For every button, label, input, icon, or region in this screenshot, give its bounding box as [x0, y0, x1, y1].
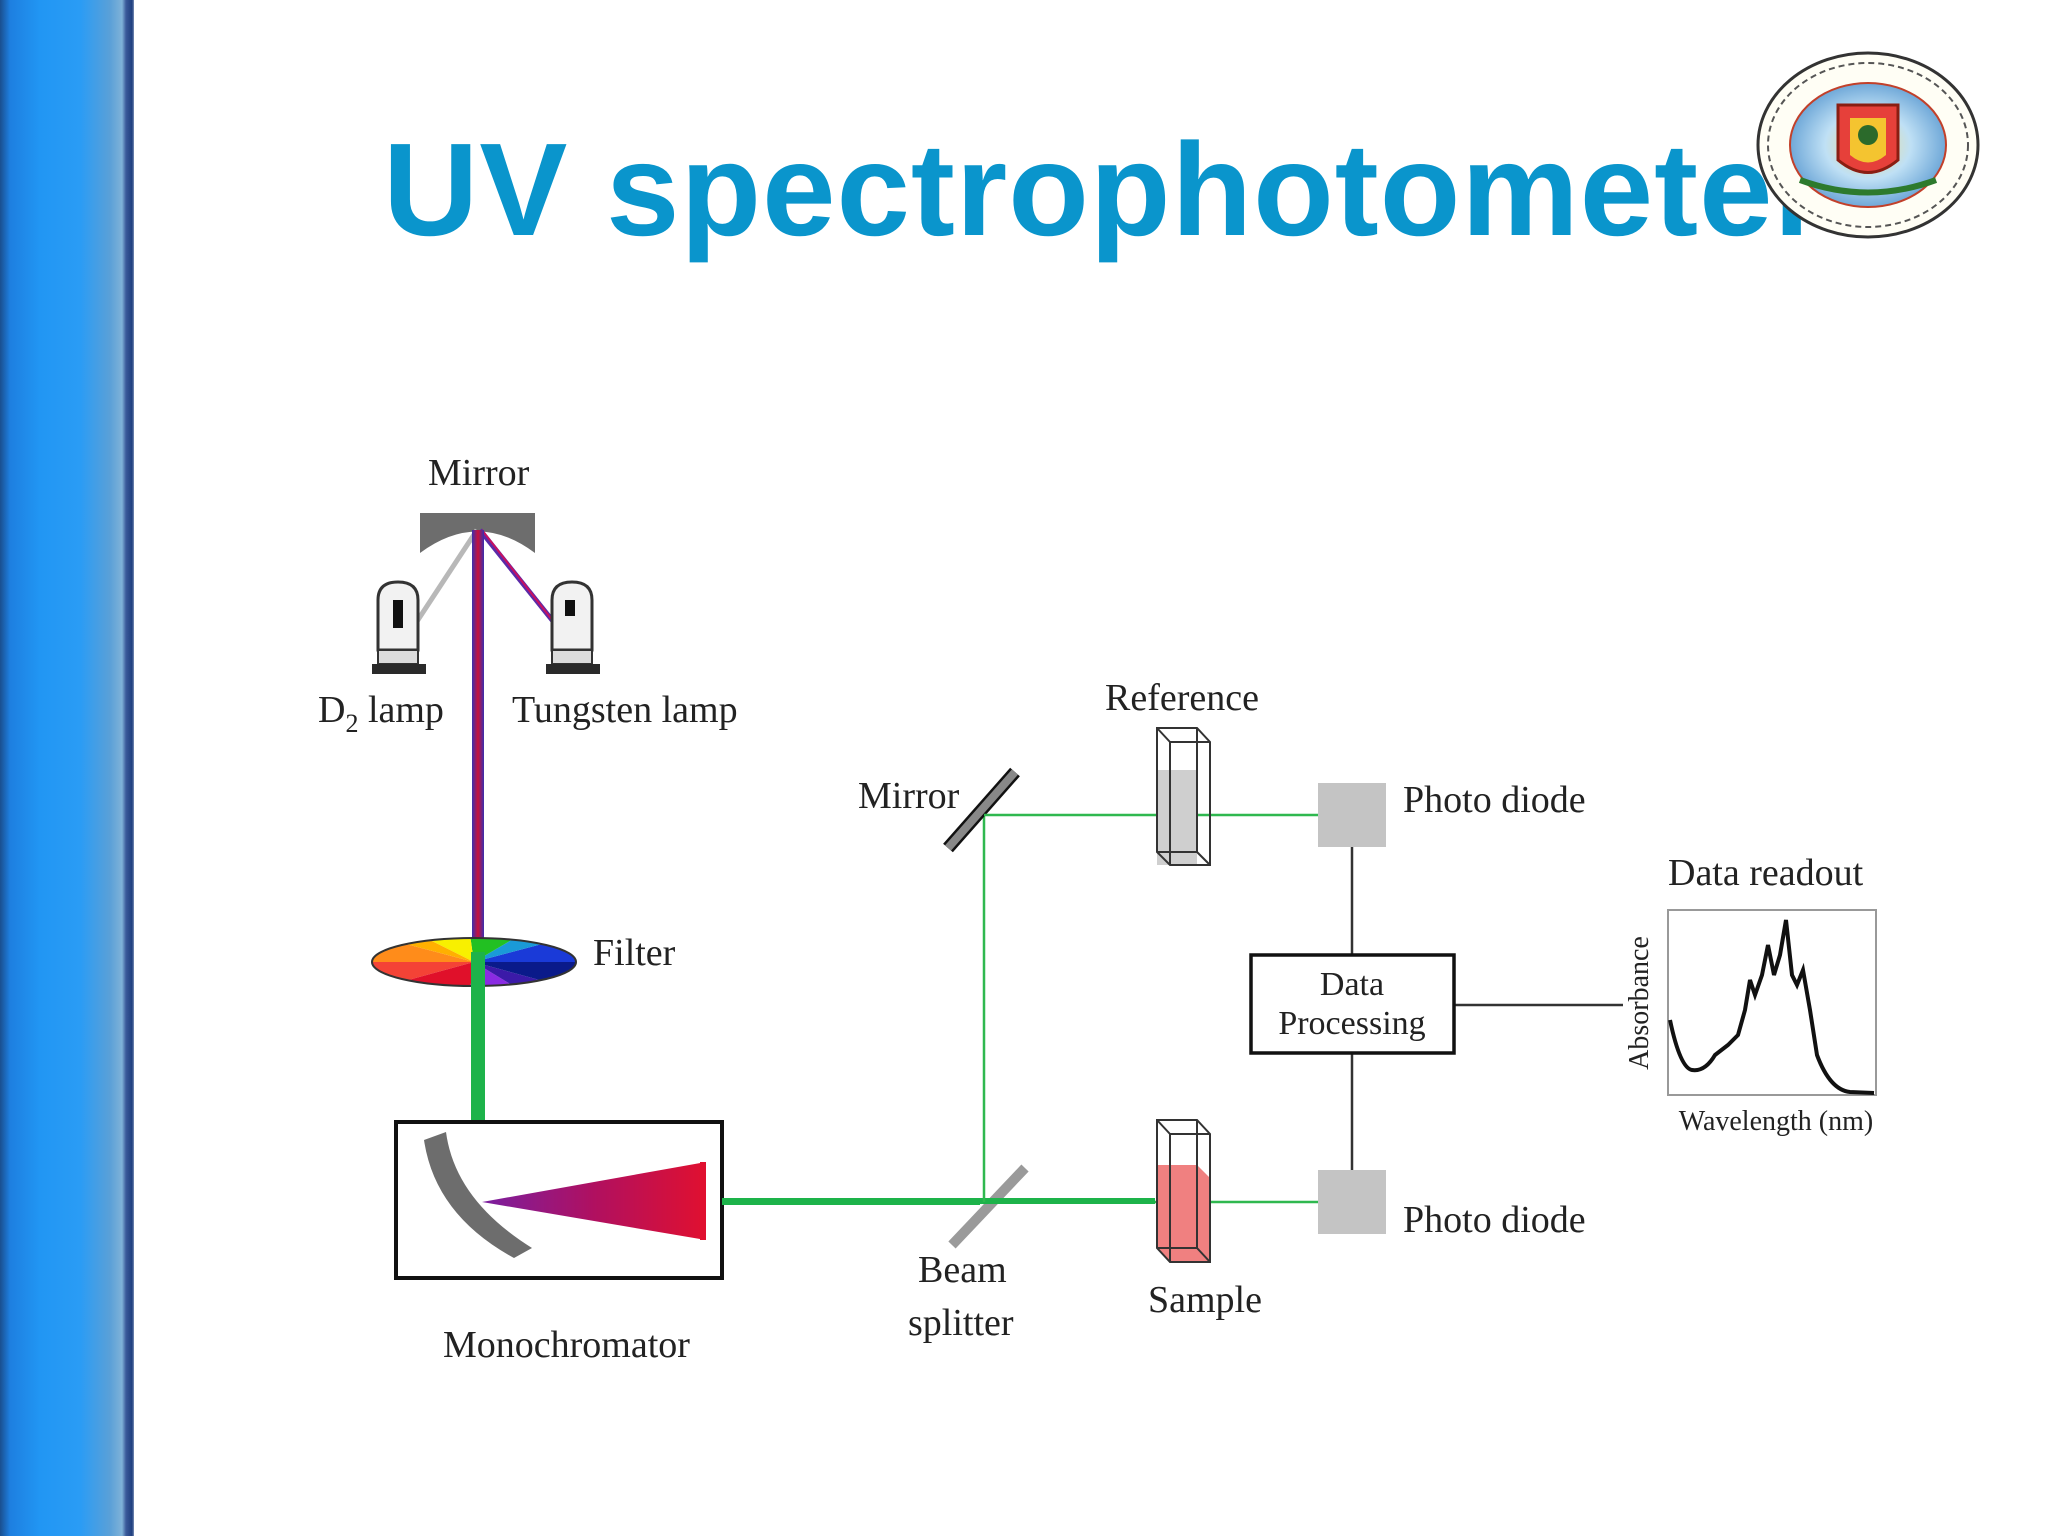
data-readout-label: Data readout — [1668, 852, 1864, 894]
photo-diode-bottom-icon — [1318, 1170, 1386, 1234]
beam-splitter-label-2: splitter — [908, 1302, 1014, 1344]
reference-cuvette-icon — [1156, 727, 1211, 866]
d2-beam — [407, 528, 480, 634]
mirror-right-label: Mirror — [858, 775, 960, 817]
slide-title: UV spectrophotometer — [383, 116, 1826, 263]
readout-xlabel: Wavelength (nm) — [1679, 1106, 1873, 1137]
data-readout-plot — [1667, 909, 1877, 1096]
mirror-top-label: Mirror — [428, 452, 530, 494]
tungsten-lamp-icon — [546, 580, 600, 674]
data-processing-box — [1249, 953, 1456, 1055]
d2-lamp-label: D2 lamp — [318, 689, 444, 738]
reference-label: Reference — [1105, 677, 1259, 719]
readout-ylabel: Absorbance — [1624, 936, 1655, 1070]
monochromator-box — [394, 1120, 724, 1280]
data-processing-label-2: Processing — [1278, 1005, 1425, 1042]
photo-diode-top-icon — [1318, 783, 1386, 847]
photo-diode-top-label: Photo diode — [1403, 779, 1586, 821]
green-beam-horizontal — [722, 1198, 980, 1205]
sample-cuvette-icon — [1156, 1119, 1211, 1263]
sample-label: Sample — [1148, 1279, 1262, 1321]
tungsten-lamp-label: Tungsten lamp — [512, 689, 738, 731]
filter-label: Filter — [593, 932, 676, 974]
top-mirror — [420, 513, 535, 553]
university-seal-icon — [1756, 51, 1980, 239]
photo-diode-bottom-label: Photo diode — [1403, 1199, 1586, 1241]
beam-splitter-icon — [948, 1164, 1029, 1249]
monochromator-label: Monochromator — [443, 1324, 690, 1366]
slide-side-bar — [0, 0, 134, 1536]
d2-lamp-icon — [372, 580, 426, 674]
data-processing-label-1: Data — [1320, 966, 1384, 1003]
right-mirror-icon — [943, 767, 1020, 853]
beam-splitter-label-1: Beam — [918, 1249, 1007, 1291]
vertical-beam — [472, 530, 484, 950]
